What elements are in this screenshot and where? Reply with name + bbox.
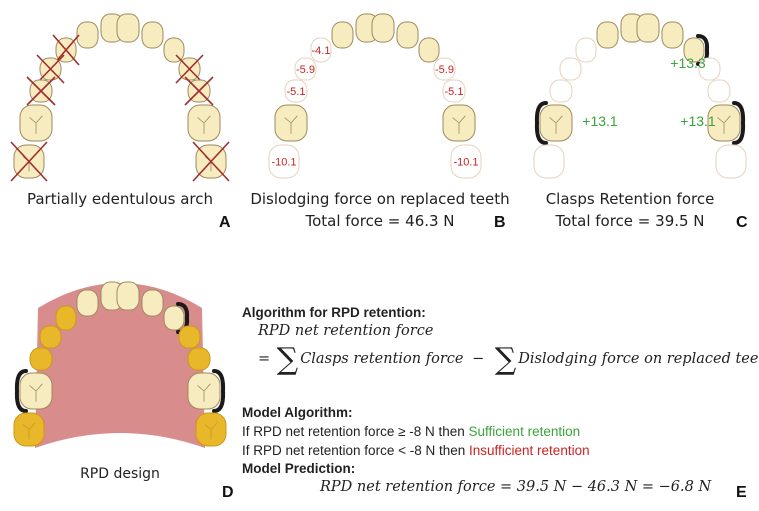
panel-a-letter: A bbox=[219, 214, 231, 231]
left-second-premolar-replaced-tooth bbox=[284, 79, 308, 103]
right-second-premolar-replaced-tooth bbox=[442, 79, 466, 103]
algorithm-title: Algorithm for RPD retention: bbox=[242, 305, 426, 320]
left-canine-tooth bbox=[575, 37, 597, 63]
left-lateral-incisor-tooth bbox=[76, 21, 99, 49]
right-second-premolar-cross bbox=[184, 76, 214, 106]
clasp-retention-force-label: +13.1 bbox=[582, 113, 618, 129]
left-second-molar-tooth bbox=[533, 144, 565, 179]
dislodging-force-label: -5.1 bbox=[445, 86, 464, 98]
right-central-incisor-tooth bbox=[116, 281, 140, 311]
panel-c-total-force: Total force = 39.5 N bbox=[555, 212, 705, 230]
rule-insufficient: If RPD net retention force < -8 N then I… bbox=[242, 443, 590, 458]
right-first-premolar-replaced-tooth bbox=[433, 57, 456, 81]
right-second-molar-replaced-tooth bbox=[450, 144, 482, 179]
rule-sufficient: If RPD net retention force ≥ -8 N then S… bbox=[242, 424, 580, 439]
dislodging-force-label: -5.9 bbox=[296, 64, 315, 76]
right-central-incisor-tooth bbox=[116, 13, 140, 43]
clasp-retention-force-label: +13.3 bbox=[670, 55, 706, 71]
left-first-premolar-replaced-tooth bbox=[294, 57, 317, 81]
left-second-premolar-cross bbox=[26, 76, 56, 106]
dislodging-force-label: -5.9 bbox=[435, 64, 454, 76]
right-first-molar-tooth bbox=[442, 104, 476, 142]
left-second-molar-artificial-tooth bbox=[13, 412, 45, 447]
rpd-clasp-icon bbox=[14, 369, 28, 413]
clasp-icon bbox=[732, 101, 746, 145]
right-first-molar-tooth bbox=[187, 104, 221, 142]
rpd-clasp-icon bbox=[212, 369, 226, 413]
left-canine-replaced-tooth bbox=[310, 37, 332, 63]
algorithm-lhs: RPD net retention force bbox=[258, 323, 434, 339]
right-canine-tooth bbox=[683, 37, 705, 63]
left-first-molar-tooth bbox=[19, 372, 53, 410]
left-lateral-incisor-tooth bbox=[596, 21, 619, 49]
right-first-molar-tooth bbox=[187, 372, 221, 410]
right-second-molar-artificial-tooth bbox=[195, 412, 227, 447]
panel-b-total-force: Total force = 46.3 N bbox=[305, 212, 455, 230]
right-central-incisor-tooth bbox=[371, 13, 395, 43]
right-first-premolar-tooth bbox=[698, 57, 721, 81]
panel-c-caption: Clasps Retention force bbox=[545, 190, 715, 208]
right-second-molar-tooth bbox=[715, 144, 747, 179]
clasps-retention-term: Clasps retention force bbox=[300, 351, 464, 367]
left-lateral-incisor-tooth bbox=[76, 289, 99, 317]
left-first-premolar-artificial-tooth bbox=[39, 325, 62, 349]
left-canine-artificial-tooth bbox=[55, 305, 77, 331]
rule-insufficient-condition: If RPD net retention force < -8 N then bbox=[242, 443, 466, 458]
left-first-molar-tooth bbox=[274, 104, 308, 142]
clasp-retention-force-label: +13.1 bbox=[680, 113, 716, 129]
panel-b-caption: Dislodging force on replaced teeth bbox=[250, 190, 510, 208]
right-canine-tooth bbox=[163, 305, 185, 331]
right-lateral-incisor-tooth bbox=[661, 21, 684, 49]
right-canine-tooth bbox=[163, 37, 185, 63]
left-lateral-incisor-tooth bbox=[331, 21, 354, 49]
rule-sufficient-condition: If RPD net retention force ≥ -8 N then bbox=[242, 424, 465, 439]
dislodging-force-label: -10.1 bbox=[271, 157, 296, 169]
equals-sign: = bbox=[258, 351, 271, 367]
right-lateral-incisor-tooth bbox=[141, 289, 164, 317]
right-lateral-incisor-tooth bbox=[141, 21, 164, 49]
dislodging-force-label: -10.1 bbox=[453, 157, 478, 169]
algorithm-equation: = ∑Clasps retention force − ∑Dislodging … bbox=[258, 342, 759, 377]
palate bbox=[35, 283, 205, 448]
left-second-premolar-tooth bbox=[549, 79, 573, 103]
right-first-premolar-artificial-tooth bbox=[178, 325, 201, 349]
model-prediction-title: Model Prediction: bbox=[242, 461, 356, 476]
panel-d-letter: D bbox=[222, 484, 234, 501]
sum-symbol: ∑ bbox=[276, 342, 299, 377]
left-first-premolar-cross bbox=[36, 54, 65, 84]
dislodging-force-label: -5.1 bbox=[287, 86, 306, 98]
dislodging-force-term: Dislodging force on replaced teeth bbox=[518, 351, 759, 367]
clasp-icon bbox=[534, 101, 548, 145]
right-first-premolar-cross bbox=[175, 54, 204, 84]
panel-a-caption: Partially edentulous arch bbox=[26, 190, 214, 208]
insufficient-retention-label: Insufficient retention bbox=[469, 443, 590, 458]
left-first-molar-tooth bbox=[19, 104, 53, 142]
right-second-molar-cross bbox=[192, 141, 230, 182]
sum-symbol-2: ∑ bbox=[494, 342, 517, 377]
panel-e-letter: E bbox=[736, 484, 747, 501]
right-second-premolar-artificial-tooth bbox=[187, 347, 211, 371]
left-second-molar-cross bbox=[10, 141, 48, 182]
right-central-incisor-tooth bbox=[636, 13, 660, 43]
panel-a-arch-diagram bbox=[10, 13, 230, 182]
model-algorithm-title: Model Algorithm: bbox=[242, 405, 353, 420]
panel-d-rpd-design bbox=[13, 281, 227, 448]
right-first-molar-tooth bbox=[707, 104, 741, 142]
left-first-premolar-tooth bbox=[559, 57, 582, 81]
panel-d-caption: RPD design bbox=[80, 466, 160, 482]
sufficient-retention-label: Sufficient retention bbox=[468, 424, 581, 439]
right-second-premolar-tooth bbox=[707, 79, 731, 103]
panel-c-arch-diagram: +13.3 +13.1 +13.1 bbox=[533, 13, 747, 179]
minus-sign: − bbox=[472, 351, 485, 367]
dislodging-force-label: -4.1 bbox=[312, 45, 331, 57]
model-prediction-equation: RPD net retention force = 39.5 N − 46.3 … bbox=[320, 479, 712, 495]
left-second-molar-replaced-tooth bbox=[268, 144, 300, 179]
left-second-premolar-artificial-tooth bbox=[29, 347, 53, 371]
left-first-molar-tooth bbox=[539, 104, 573, 142]
panel-b-letter: B bbox=[494, 214, 506, 231]
right-lateral-incisor-tooth bbox=[396, 21, 419, 49]
right-canine-tooth bbox=[418, 37, 440, 63]
panel-c-letter: C bbox=[736, 214, 748, 231]
panel-b-arch-diagram: -4.1 -5.9 -5.1 -10.1 -5.9 -5.1 -10.1 bbox=[268, 13, 482, 179]
